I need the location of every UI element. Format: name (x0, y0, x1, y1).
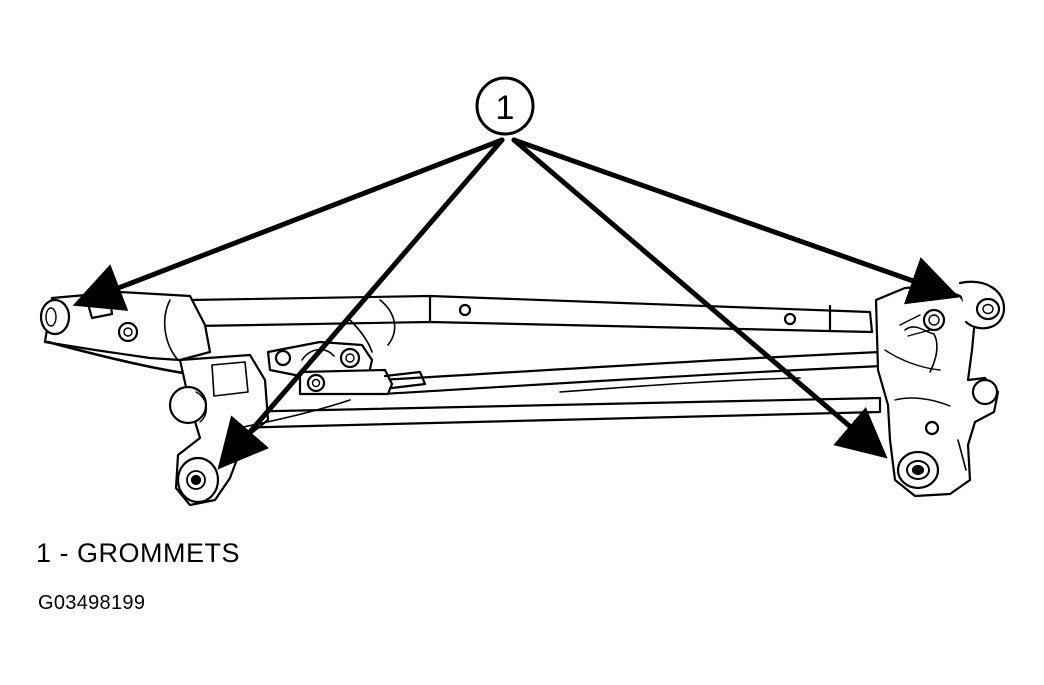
upper-link-rod (188, 294, 874, 346)
callout-leader-arrows (72, 137, 960, 470)
callout-1: 1 (475, 76, 535, 136)
wiper-linkage-diagram: 1 (39, 76, 1006, 507)
center-crank-plate (266, 319, 427, 396)
grommet-icon (39, 298, 71, 336)
arrow-to-left-grommet (72, 137, 505, 311)
arrow-to-lower-left-grommet (217, 137, 505, 470)
lower-link-rod (228, 350, 884, 430)
numbered-callout-circle (475, 76, 535, 136)
arrow-to-upper-right-grommet (511, 137, 960, 305)
wiper-linkage-assembly (39, 280, 1006, 507)
legend-text: 1 - GROMMETS (36, 538, 241, 568)
callout-number: 1 (496, 89, 515, 127)
right-motor-housing (874, 280, 1006, 498)
figure-id: G03498199 (38, 592, 146, 614)
arrow-to-lower-right-grommet (511, 137, 888, 459)
